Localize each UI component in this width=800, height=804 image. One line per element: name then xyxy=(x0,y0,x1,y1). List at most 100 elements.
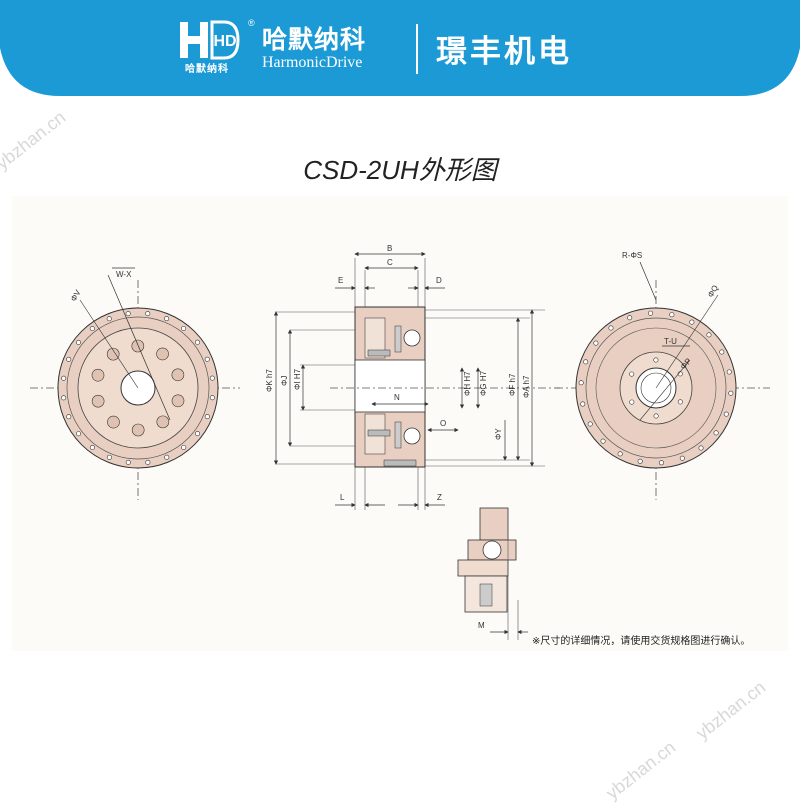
bolt-hole xyxy=(677,399,683,405)
bolt-hole xyxy=(171,368,185,382)
bolt-hole xyxy=(181,444,187,450)
bolt-hole xyxy=(629,371,635,377)
header-banner: HD ® 哈默纳科 哈默纳科 HarmonicDrive 璟丰机电 xyxy=(0,0,800,112)
bolt-hole xyxy=(75,339,81,345)
label-o: O xyxy=(440,419,446,428)
right-front-view: R-ΦS ΦQ T-U ΦP xyxy=(555,251,770,500)
bolt-hole xyxy=(61,395,67,401)
label-c: C xyxy=(387,258,393,267)
harmonic-drive-logo-icon: HD xyxy=(178,18,240,74)
bolt-hole xyxy=(125,459,131,465)
bolt-hole xyxy=(125,311,131,317)
header-divider xyxy=(416,24,418,74)
bolt-hole xyxy=(580,401,586,407)
label-wx: W-X xyxy=(116,270,132,279)
bolt-hole xyxy=(164,454,170,460)
bolt-hole xyxy=(106,454,112,460)
inner-bolt-holes xyxy=(91,339,185,437)
bolt-hole xyxy=(689,319,695,325)
label-e: E xyxy=(338,276,343,285)
bolt-hole xyxy=(164,316,170,322)
bolt-hole xyxy=(209,375,215,381)
bolt-hole xyxy=(66,414,72,420)
bolt-hole xyxy=(89,445,95,451)
bolt-hole xyxy=(145,311,151,317)
outer-bolt-holes xyxy=(61,311,215,465)
registered-mark: ® xyxy=(248,18,255,28)
bolt-hole xyxy=(653,413,659,419)
bolt-hole xyxy=(66,356,72,362)
bolt-hole xyxy=(608,325,614,331)
label-k: ΦK h7 xyxy=(265,369,274,392)
bolt-hole xyxy=(195,431,201,437)
brand-name-english: HarmonicDrive xyxy=(262,54,363,71)
tapped-holes xyxy=(629,357,683,419)
bolt-hole xyxy=(719,349,725,355)
bolt-hole xyxy=(713,430,719,436)
bolt-hole xyxy=(593,340,599,346)
brand-name-chinese: 哈默纳科 xyxy=(262,25,367,54)
label-l: L xyxy=(340,493,345,502)
bolt-hole xyxy=(723,411,729,417)
bolt-hole xyxy=(600,438,606,444)
label-d: D xyxy=(436,276,442,285)
bolt-hole xyxy=(91,394,105,408)
label-y: ΦY xyxy=(494,428,503,440)
bolt-hole xyxy=(204,414,210,420)
bolt-hole xyxy=(653,357,659,363)
company-name: 璟丰机电 xyxy=(436,34,572,70)
bolt-hole xyxy=(698,445,704,451)
bolt-hole xyxy=(629,399,635,405)
bolt-hole xyxy=(726,369,732,375)
bolt-hole xyxy=(658,460,664,466)
bolt-hole xyxy=(583,359,589,365)
label-a: ΦA h7 xyxy=(522,375,531,398)
label-t-u: T-U xyxy=(664,337,677,346)
label-r-s: R-ΦS xyxy=(622,251,642,260)
bolt-hole xyxy=(209,395,215,401)
bolt-hole xyxy=(617,451,623,457)
label-z: Z xyxy=(437,493,442,502)
logo-subtitle: 哈默纳科 xyxy=(185,64,229,75)
bolt-hole xyxy=(679,455,685,461)
bolt-hole xyxy=(91,368,105,382)
bolt-hole xyxy=(106,316,112,322)
bolt-hole xyxy=(107,415,120,429)
label-g: ΦG H7 xyxy=(479,370,488,396)
bolt-hole xyxy=(627,315,633,321)
label-n: N xyxy=(394,393,400,402)
page-title: CSD-2UH外形图 xyxy=(303,155,497,185)
bolt-hole xyxy=(61,375,67,381)
bolt-hole xyxy=(587,421,593,427)
bolt-hole xyxy=(648,310,654,316)
svg-text:HD: HD xyxy=(213,33,236,50)
bolt-hole xyxy=(145,459,151,465)
bolt-hole xyxy=(89,326,95,332)
bolt-hole xyxy=(76,431,82,437)
label-i: ΦI H7 xyxy=(293,368,302,390)
bolt-hole xyxy=(156,347,169,361)
detail-view: M xyxy=(457,507,528,640)
label-m: M xyxy=(478,621,485,630)
label-j: ΦJ xyxy=(280,376,289,386)
label-h: ΦH H7 xyxy=(463,371,472,396)
bolt-hole xyxy=(728,390,734,396)
bolt-hole xyxy=(578,380,584,386)
footnote: ※尺寸的详细情况，请使用交货规格图进行确认。 xyxy=(532,636,751,647)
bolt-hole xyxy=(194,339,200,345)
bolt-hole xyxy=(181,325,187,331)
bolt-hole xyxy=(669,312,675,318)
outer-bolt-holes xyxy=(578,310,734,466)
label-q: ΦQ xyxy=(706,284,720,299)
bolt-hole xyxy=(171,394,185,408)
bolt-hole xyxy=(706,332,712,338)
bolt-hole xyxy=(131,339,145,353)
label-f: ΦF h7 xyxy=(508,373,517,396)
bolt-hole xyxy=(637,458,643,464)
left-front-view: W-X ΦV xyxy=(30,267,240,500)
label-b: B xyxy=(387,244,392,253)
bolt-hole xyxy=(156,415,170,429)
bolt-hole xyxy=(106,347,120,361)
center-section-view: ΦK h7 ΦJ ΦI H7 ΦH H7 ΦG H7 ΦF h7 ΦA h7 Φ… xyxy=(265,244,560,510)
